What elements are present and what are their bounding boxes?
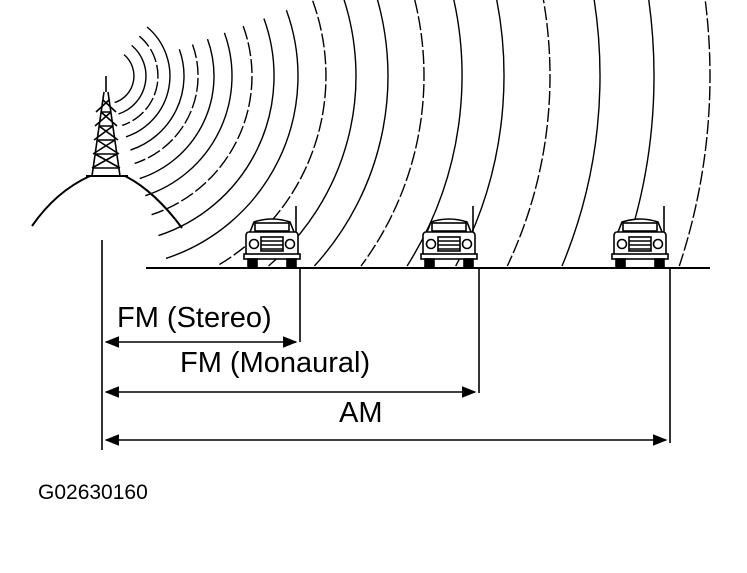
wave-arc (134, 44, 199, 165)
wave-arc (506, 0, 551, 267)
wave-arc (678, 0, 711, 267)
wave-arc (114, 54, 135, 104)
wave-arc (130, 49, 185, 151)
wave-arc (118, 44, 147, 115)
wave-arc (165, 10, 299, 260)
wave-arc (145, 32, 233, 197)
wave-arc (360, 0, 425, 267)
hill (31, 175, 183, 229)
radio-waves (114, 0, 711, 267)
fm-monaural-label: FM (Monaural) (180, 347, 370, 379)
car-icon (611, 206, 669, 269)
fm-stereo-label: FM (Stereo) (117, 302, 272, 334)
tower-icon (86, 76, 128, 177)
car-icon (420, 206, 478, 269)
am-label: AM (339, 397, 383, 429)
wave-arc (619, 0, 655, 267)
wave-arc (158, 18, 275, 237)
wave-arc (125, 26, 171, 138)
wave-arc (139, 38, 215, 180)
wave-arc (313, 0, 389, 267)
car-icon (243, 206, 301, 269)
wave-arc (561, 0, 601, 267)
range-markers (101, 240, 671, 450)
wave-arc (455, 0, 505, 267)
wave-arc (121, 35, 159, 127)
figure-code: G02630160 (38, 481, 148, 504)
